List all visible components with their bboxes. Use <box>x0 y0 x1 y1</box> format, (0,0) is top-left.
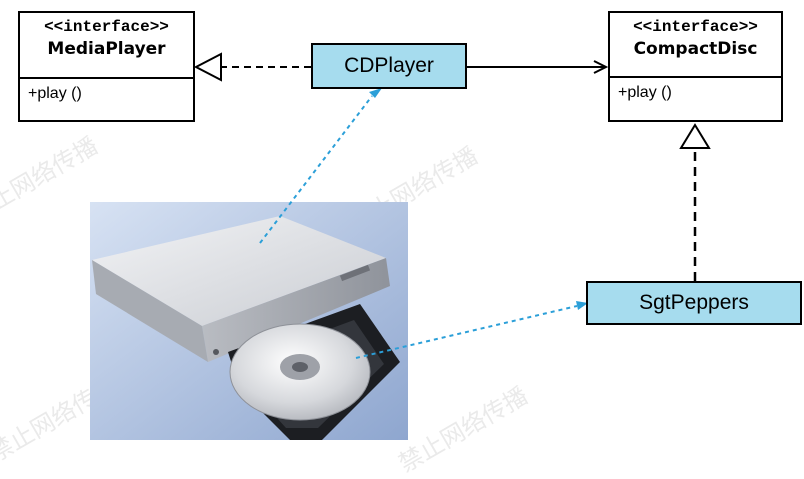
compactdisc-header: <<interface>> CompactDisc <box>610 13 781 78</box>
realization-arrowhead-compactdisc <box>681 125 709 148</box>
callout-line-sgtpeppers <box>356 306 577 358</box>
callout-arrowhead-cdplayer <box>369 88 382 98</box>
compactdisc-stereotype: <<interface>> <box>610 17 781 37</box>
realization-arrowhead-mediaplayer <box>196 54 221 80</box>
compactdisc-name: CompactDisc <box>610 37 781 61</box>
mediaplayer-header: <<interface>> MediaPlayer <box>20 13 193 79</box>
sgtpeppers-class-box: SgtPeppers <box>586 281 802 325</box>
mediaplayer-stereotype: <<interface>> <box>20 17 193 37</box>
mediaplayer-name: MediaPlayer <box>20 37 193 61</box>
cdplayer-class-box: CDPlayer <box>311 43 467 89</box>
compactdisc-interface-box: <<interface>> CompactDisc +play () <box>608 11 783 122</box>
callout-line-cdplayer <box>260 96 372 243</box>
mediaplayer-operation: +play () <box>20 79 193 109</box>
compactdisc-operation: +play () <box>610 78 781 108</box>
mediaplayer-interface-box: <<interface>> MediaPlayer +play () <box>18 11 195 122</box>
sgtpeppers-name: SgtPeppers <box>639 291 749 315</box>
cdplayer-name: CDPlayer <box>344 54 434 78</box>
